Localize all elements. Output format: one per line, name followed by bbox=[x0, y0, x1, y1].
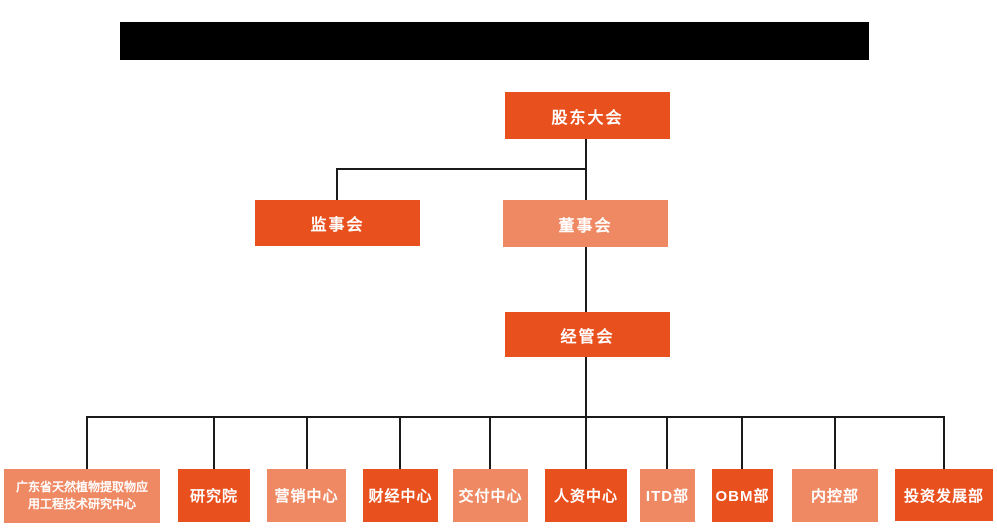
node-dept-hr-center: 人资中心 bbox=[545, 469, 627, 522]
connector-supervisory-drop bbox=[336, 168, 338, 200]
connector-dept-drop bbox=[86, 416, 88, 470]
connector-dept-drop bbox=[585, 416, 587, 470]
node-dept-research-center: 广东省天然植物提取物应用工程技术研究中心 bbox=[4, 469, 160, 523]
connector-dept-drop bbox=[489, 416, 491, 470]
connector-board-drop bbox=[585, 168, 587, 200]
connector-dept-drop bbox=[399, 416, 401, 470]
connector-mgmt-to-branch bbox=[585, 357, 587, 417]
node-board-of-directors: 董事会 bbox=[503, 200, 668, 247]
node-dept-research-institute: 研究院 bbox=[178, 469, 250, 522]
connector-root-down bbox=[585, 139, 587, 170]
connector-dept-drop bbox=[741, 416, 743, 470]
node-supervisory-board: 监事会 bbox=[255, 200, 420, 246]
node-management-committee: 经管会 bbox=[505, 312, 670, 357]
node-shareholders-meeting: 股东大会 bbox=[505, 92, 670, 139]
node-dept-obm: OBM部 bbox=[712, 469, 773, 522]
node-dept-marketing-center: 营销中心 bbox=[267, 469, 346, 522]
node-dept-delivery-center: 交付中心 bbox=[453, 469, 528, 522]
node-dept-investment-development: 投资发展部 bbox=[895, 469, 993, 521]
node-dept-finance-center: 财经中心 bbox=[363, 469, 438, 522]
connector-dept-drop bbox=[834, 416, 836, 470]
node-dept-itd: ITD部 bbox=[640, 469, 695, 522]
connector-board-to-mgmt bbox=[585, 247, 587, 312]
node-dept-internal-control: 内控部 bbox=[792, 469, 878, 522]
connector-branch-horizontal bbox=[86, 416, 945, 418]
connector-top-horizontal bbox=[336, 168, 587, 170]
connector-dept-drop bbox=[306, 416, 308, 470]
redacted-title-bar bbox=[120, 22, 869, 60]
connector-dept-drop bbox=[213, 416, 215, 470]
connector-dept-drop bbox=[666, 416, 668, 470]
connector-dept-drop bbox=[943, 416, 945, 470]
